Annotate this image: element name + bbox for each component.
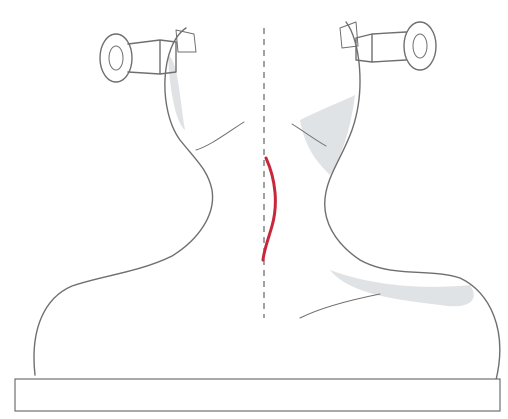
body-outline [34, 22, 500, 380]
left-ear-inner [109, 46, 123, 70]
right-ear-lobe [404, 22, 436, 70]
display-base [15, 379, 500, 411]
right-scapula-line [300, 294, 380, 318]
incision-line [263, 158, 275, 260]
right-ear [340, 22, 436, 70]
right-ear-connector [356, 32, 406, 62]
left-ear [100, 30, 196, 82]
left-ear-lobe [100, 34, 132, 82]
shading [168, 55, 474, 306]
left-collar-line [196, 122, 244, 150]
right-ear-inner [413, 34, 427, 58]
